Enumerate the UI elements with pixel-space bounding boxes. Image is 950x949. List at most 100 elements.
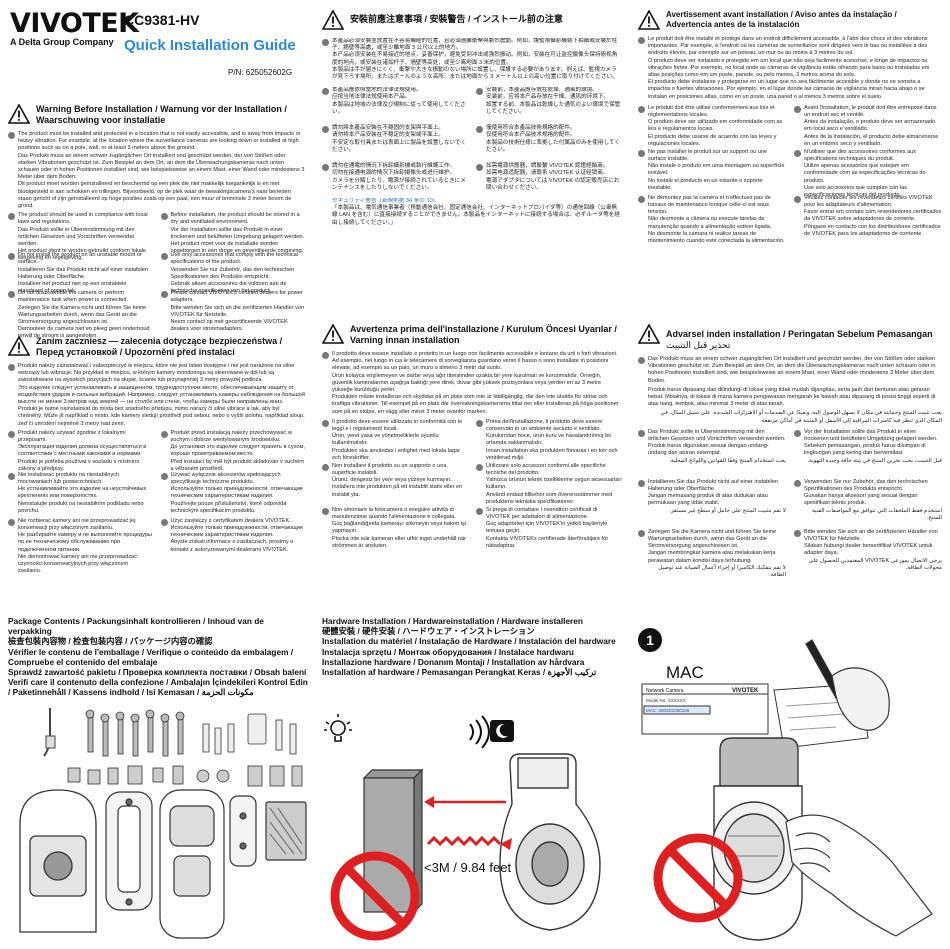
sticker-title: Network Camera xyxy=(646,688,684,694)
list-item: Demonteer de camera niet en pleeg geen o… xyxy=(18,326,150,340)
warning-section-fr-pt-es: Avertissement avant installation / Aviso… xyxy=(638,10,942,245)
hardware-title: Installation du matériel / Instalação de… xyxy=(322,636,616,647)
bullet-icon xyxy=(794,529,801,537)
bullet-icon xyxy=(476,419,483,427)
list-item: До установки это изделие следует хранить… xyxy=(170,444,305,458)
list-item: Neem contact op met gecertificeerde VIVO… xyxy=(170,319,288,333)
bullet-icon xyxy=(638,105,645,113)
list-item: Используйте только принадлежности, отвеч… xyxy=(170,486,303,500)
warning-triangle-icon xyxy=(8,104,30,124)
heat-wave-icon xyxy=(426,835,502,847)
list-item: Nie rozbierać kamery ani nie przeprowadz… xyxy=(18,517,136,532)
bullet-icon xyxy=(160,213,168,221)
sticker-mac: MAC: 0002D1000156 xyxy=(646,708,690,713)
bullet-icon xyxy=(794,195,801,203)
list-item: Utilizzare solo accessori conformi alle … xyxy=(486,462,606,477)
list-item: Plocka inte isär kameran eller utför ing… xyxy=(332,535,467,549)
warning-section-pl-ru-cz: Zanim zaczniesz — zalecenia dotyczące be… xyxy=(8,336,305,575)
hardware-title: Installazione hardware / Donanım Montajı… xyxy=(322,656,585,667)
list-item: استخدم فقط الملحقات التي تتوافق مع الموا… xyxy=(812,507,942,521)
model-number: CC9381-HV xyxy=(124,12,200,28)
intro-text: Das Produkt muss an einem schwer zugängl… xyxy=(18,152,305,181)
list-item: Verwenden Sie nur Zubehör, das den techn… xyxy=(170,266,295,280)
list-item: Kurulumdan önce, ürün kuru ve havalandır… xyxy=(486,433,612,447)
bullet-icon xyxy=(8,518,15,526)
bullet-icon xyxy=(160,253,168,261)
list-item: Do not install the product on an unstabl… xyxy=(18,252,142,266)
hand-icon xyxy=(785,814,933,937)
list-item: Yalnızca ürünün teknik özelliklerine uyg… xyxy=(486,477,622,491)
part-number: P/N: 625052602G xyxy=(228,68,293,77)
sticker-brand: VIVOTEK xyxy=(732,688,759,694)
list-item: Silakan hubungi dealer bersertifikat VIV… xyxy=(804,543,933,557)
wall-plugs-icon xyxy=(202,713,297,755)
hardware-title: Installation af hardware / Pemasangan Pe… xyxy=(322,667,597,678)
list-item: 如需电源适配器，请联系 VIVOTEK 认证经销商。 xyxy=(486,170,609,177)
list-item: Abyste získali informace o zasilaczach, … xyxy=(170,539,294,553)
step1-illustration: 1 MAC Network Camera VIVOTEK Model No: X… xyxy=(638,628,933,941)
list-item: Používejte pouze příslušenství, které od… xyxy=(170,500,287,514)
list-item: Bitte wenden Sie sich an die zertifizier… xyxy=(804,528,938,543)
package-title: Vérifier le contenu de l'emballage / Ver… xyxy=(8,646,294,667)
intro-text: Das Produkt muss an einem schwer zugängl… xyxy=(648,356,936,384)
warning-triangle-icon xyxy=(638,10,660,30)
package-title: 檢查包裝內容物 / 检查包装内容 / パッケージ内容の確認 xyxy=(8,636,213,647)
bracket-icon xyxy=(229,795,257,867)
intro-text: Produkten måste installeras och skyddas … xyxy=(332,394,619,415)
intro-text: 本产品必须安装在不易接近的地点，妥善保护，避免受到冲击或强烈振动。例如，安装在可… xyxy=(332,52,618,66)
warning-triangle-icon xyxy=(322,10,344,30)
list-item: 安裝前，本產品應存放在乾燥、通風的環境。 xyxy=(486,87,598,94)
list-item: Produkten ska användas i enlighet med lo… xyxy=(332,447,461,461)
list-item: Używać wyłącznie akcesoriów spełniającyc… xyxy=(170,471,281,486)
bullet-icon xyxy=(8,253,15,261)
bullet-icon xyxy=(638,195,645,203)
camera-icon xyxy=(19,789,97,933)
list-item: Güç bağlandığında kamerayı sökmeyin veya… xyxy=(332,521,467,535)
screws-icon xyxy=(85,709,185,757)
distance-label: <3M / 9.84 feet xyxy=(424,860,511,875)
list-item: 本製品は地域の法律及び規制に従って使用してください。 xyxy=(332,101,466,115)
bullet-icon xyxy=(794,105,801,113)
warning-section-it-tr-sv: Avvertenza prima dell'installazione / Ku… xyxy=(322,324,622,550)
intro-text: يجب تثبيت المنتج وحمايته في مكان لا يسهل… xyxy=(660,410,942,424)
bullet-icon xyxy=(322,39,329,46)
warning-section-en-de-nl: Warning Before Installation / Warnung vo… xyxy=(8,104,305,341)
list-item: Produk harus digunakan sesuai dengan und… xyxy=(648,443,769,457)
bullet-icon xyxy=(322,352,329,359)
section-title: Warning Before Installation / Warnung vo… xyxy=(36,104,287,125)
bullet-icon xyxy=(794,149,801,157)
list-item: Prima dell'installazione, il prodotto de… xyxy=(486,418,603,433)
intro-text: Ürün kolayca erişilemeyen ve darbe veya … xyxy=(332,372,602,394)
list-item: Gunakan hanya aksesori yang sesuai denga… xyxy=(804,493,918,507)
section-title: 安裝前應注意事項 / 安裝警告 / インストール前の注意 xyxy=(350,14,563,24)
list-item: لا تقم بتفكيك الكاميرا أو إجراء أعمال ال… xyxy=(658,564,786,579)
list-item: 設置する前、本製品は乾燥した通気のよい環境で保管してください。 xyxy=(486,101,621,115)
cable-icon xyxy=(43,708,51,757)
list-item: Bitte wenden Sie sich an die zertifizier… xyxy=(170,304,305,318)
list-item: Il prodotto deve essere utilizzato in co… xyxy=(332,418,463,433)
list-item: 僅使用符合本產品技術規格的配件。 xyxy=(486,125,576,132)
bullet-icon xyxy=(476,126,483,134)
list-item: لا تقم بتثبيت المنتج على حامل أو سطح غير… xyxy=(669,507,786,514)
list-item: Sebelum pemasangan, produk harus disimpa… xyxy=(804,443,926,457)
hardware-installation-illustration: <3M / 9.84 feet xyxy=(324,714,601,941)
intro-text: Il prodotto deve essere installato e pro… xyxy=(332,351,618,372)
list-item: Zerlegen Sie die Kamera nicht und führen… xyxy=(18,304,147,326)
list-item: Produkt przed instalacją należy przechow… xyxy=(170,429,292,444)
list-item: Не разбирайте камеру и не выполняйте про… xyxy=(18,532,152,553)
list-item: 仅使用符合本产品技术规格的配件。 xyxy=(486,132,576,139)
list-item: Ürün, yerel yasa ve yönetmeliklerle uyum… xyxy=(332,433,439,447)
prohibited-icon xyxy=(653,833,743,923)
list-item: Installieren Sie das Produkt nicht auf e… xyxy=(648,478,778,493)
bullet-icon xyxy=(8,430,15,438)
bullet-icon xyxy=(638,479,645,487)
intro-text: Это изделие следует устанавливать в защи… xyxy=(18,384,305,406)
list-item: Neinstalujte produkt na nestabilním podk… xyxy=(18,500,144,514)
list-item: 切勿在接通电源的情况下拆卸摄像头或进行维护。 xyxy=(332,170,456,177)
list-item: Jangan memasang produk di atas dudukan a… xyxy=(648,493,768,507)
package-title: Package Contents / Packungsinhalt kontro… xyxy=(8,616,264,637)
list-item: Nie instalować produktu na niestabilnych… xyxy=(18,471,120,486)
warning-triangle-icon xyxy=(322,324,344,344)
step-number-icon: 1 xyxy=(638,628,662,652)
list-item: Nie demontować kamery ani nie przeprowad… xyxy=(18,553,138,575)
